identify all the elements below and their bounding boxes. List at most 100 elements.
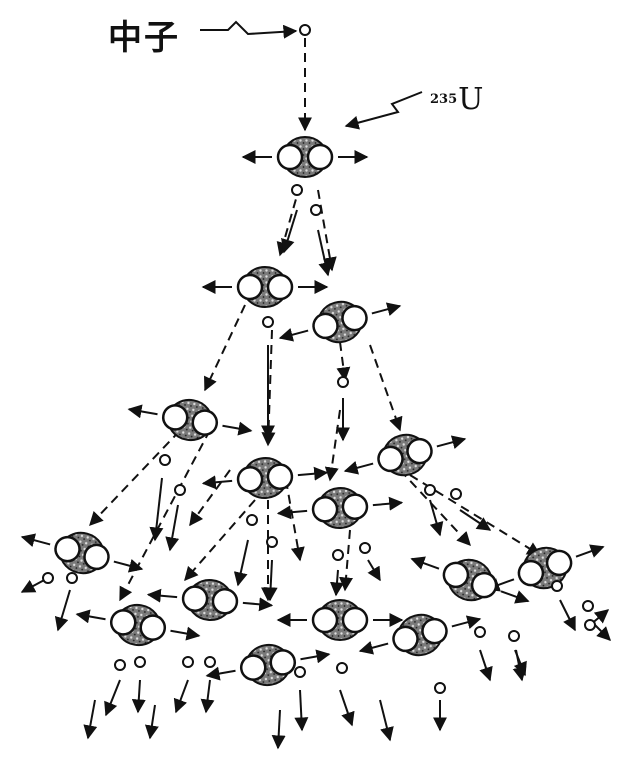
neutron-particle (160, 455, 170, 465)
neutron-particle (311, 205, 321, 215)
neutron-path-arrow (380, 700, 390, 740)
neutron-particle (360, 543, 370, 553)
neutron-path-arrow (170, 505, 178, 550)
neutron-particle (337, 663, 347, 673)
fission-nucleus (480, 528, 610, 608)
fission-nucleus (146, 575, 273, 626)
fission-fragment (267, 464, 293, 490)
fission-fragment (237, 466, 263, 492)
fragment-arrow (222, 426, 251, 431)
neutron-particle (333, 550, 343, 560)
neutron-particle (295, 667, 305, 677)
neutron-path-arrow (345, 530, 350, 590)
fragment-arrow (372, 306, 400, 314)
neutron-path-arrow (88, 700, 95, 738)
neutron-path-arrow (430, 500, 440, 535)
fragment-arrow (203, 481, 232, 484)
fission-fragment (212, 588, 238, 614)
neutron-particle (585, 620, 595, 630)
fragment-arrow (22, 537, 50, 545)
fragment-arrow (129, 409, 158, 414)
neutron-particle (115, 660, 125, 670)
neutron-path-arrow (58, 590, 70, 630)
fragment-arrow (452, 619, 480, 627)
neutron-particle (67, 573, 77, 583)
fission-nucleus (201, 453, 328, 504)
fragment-arrow (170, 631, 199, 636)
fission-fragment (343, 608, 367, 632)
fragment-arrow (207, 671, 236, 676)
neutron-path-arrow (460, 510, 490, 530)
neutron-path-arrow (176, 680, 188, 712)
fission-fragment (342, 494, 368, 520)
fission-nucleus (243, 137, 367, 177)
neutron-path-arrow (190, 470, 230, 525)
fission-fragment (278, 145, 302, 169)
fission-nucleus (17, 518, 147, 589)
fragment-arrow (373, 503, 402, 506)
fission-nucleus (125, 390, 254, 451)
neutron-label-pointer (200, 22, 296, 34)
fragment-arrow (437, 439, 465, 447)
neutron-path-arrow (106, 680, 120, 715)
neutron-path-arrow (185, 500, 255, 580)
neutron-particle (247, 515, 257, 525)
neutron-path-arrow (340, 342, 345, 380)
fission-nucleus (203, 635, 332, 696)
neutron-particle (263, 317, 273, 327)
fission-fragment (238, 275, 262, 299)
fission-nucleus (405, 540, 535, 620)
neutron-path-arrow (155, 478, 162, 540)
neutron-path-arrow (330, 410, 340, 480)
neutron-particle (338, 377, 348, 387)
neutron-particle (205, 657, 215, 667)
neutron-particle (475, 627, 485, 637)
neutron-path-arrow (270, 560, 272, 600)
fragment-arrow (298, 473, 327, 476)
neutron-path-arrow (150, 705, 155, 738)
fragment-arrow (280, 331, 308, 339)
neutron-path-arrow (90, 420, 190, 525)
neutron-particle (583, 601, 593, 611)
fragment-arrow (148, 595, 177, 598)
fission-nucleus (355, 600, 485, 671)
fission-fragment (313, 608, 337, 632)
neutron-path-arrow (300, 690, 302, 730)
neutron-path-arrow (206, 680, 210, 712)
uranium-label-pointer (346, 92, 422, 126)
neutron-path-arrow (400, 470, 470, 545)
fission-nucleus (278, 600, 402, 640)
fragment-arrow (300, 654, 329, 659)
neutron-particle (175, 485, 185, 495)
neutron-particle (183, 657, 193, 667)
fragment-arrow (501, 591, 528, 601)
neutron-particle (267, 537, 277, 547)
neutron-particle (451, 489, 461, 499)
neutron-path-arrow (238, 540, 248, 585)
fragment-arrow (576, 547, 603, 557)
fission-nucleus (340, 420, 470, 491)
fragment-arrow (243, 603, 272, 606)
neutron-path-arrow (370, 345, 400, 430)
neutron-path-arrow (138, 680, 140, 712)
neutron-particle (425, 485, 435, 495)
neutron-path-arrow (480, 650, 490, 680)
neutron-particle (509, 631, 519, 641)
neutron-particle (292, 185, 302, 195)
fragment-arrow (360, 644, 388, 652)
fragment-arrow (278, 511, 307, 514)
neutron-path-arrow (278, 710, 280, 748)
fragment-arrow (412, 559, 439, 569)
fragment-arrow (77, 614, 106, 619)
neutron-path-arrow (340, 690, 352, 725)
neutron-particle (435, 683, 445, 693)
neutron-particle (43, 573, 53, 583)
neutron-path-arrow (205, 305, 245, 390)
neutron-path-arrow (286, 480, 300, 560)
neutron-path-arrow (336, 570, 338, 595)
neutron-particle (135, 657, 145, 667)
neutron-particle (552, 581, 562, 591)
fission-fragment (182, 586, 208, 612)
neutron-particle (300, 25, 310, 35)
fission-fragment (308, 145, 332, 169)
